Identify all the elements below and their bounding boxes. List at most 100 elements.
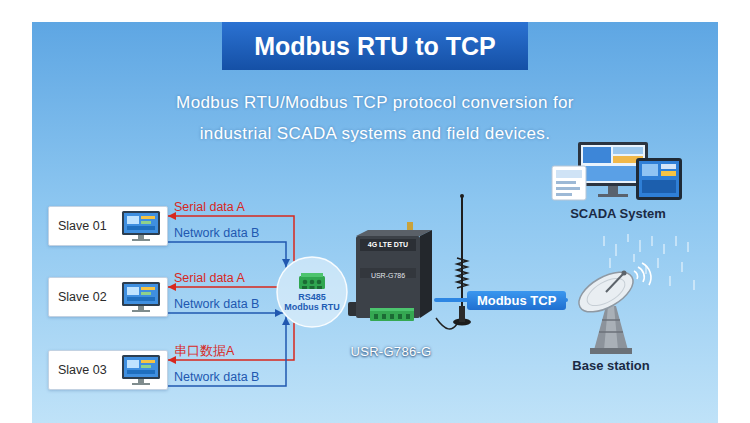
signal-label: Network data B (174, 297, 259, 312)
title: Modbus RTU to TCP (254, 32, 496, 61)
dtu-device-illustration (420, 230, 432, 318)
monitor-icon (124, 284, 158, 304)
node-label: Slave 01 (58, 219, 107, 233)
scada-screens-icon (556, 170, 582, 178)
monitor-icon (120, 210, 162, 242)
data-rain (639, 240, 640, 252)
slave-device-box: Slave 02 (48, 277, 168, 317)
data-rain (657, 258, 658, 268)
signal-label: Network data B (174, 370, 259, 385)
dtu-device-illustration (360, 268, 416, 278)
dtu-device-illustration (356, 236, 420, 318)
data-rain (609, 258, 610, 268)
terminal-connector-icon (303, 279, 308, 284)
monitor-icon (127, 226, 155, 230)
monitor-icon (124, 213, 158, 233)
dtu-device-illustration (360, 239, 416, 251)
title-banner: Modbus RTU to TCP (222, 22, 528, 70)
scada-screens-icon (556, 181, 576, 184)
monitor-icon (122, 211, 160, 235)
data-arrow (168, 216, 294, 261)
monitor-icon (127, 216, 139, 224)
terminal-connector-icon (301, 273, 323, 277)
monitor-icon (132, 310, 150, 312)
data-arrow (168, 323, 294, 360)
satellite-dish-icon (573, 264, 640, 320)
satellite-dish-icon (566, 262, 656, 354)
monitor-icon (138, 235, 144, 239)
scada-screens-icon (642, 180, 676, 193)
monitor-icon (132, 239, 150, 241)
terminal-connector-icon (310, 279, 315, 284)
protocol-label: Modbus TCP (467, 291, 566, 310)
scada-screens-icon (608, 186, 618, 194)
data-rain (603, 236, 604, 246)
monitor-icon (138, 306, 144, 310)
monitor-icon (132, 383, 150, 385)
satellite-dish-icon (634, 271, 638, 279)
antenna (460, 194, 464, 198)
satellite-dish-icon (638, 267, 644, 282)
signal-label: Serial data A (174, 271, 245, 286)
node-label: USR-G786-G (350, 344, 431, 359)
data-arrow (168, 286, 276, 288)
antenna (457, 258, 467, 288)
satellite-dish-icon (599, 331, 623, 333)
scada-system: SCADA System (548, 140, 688, 221)
monitor-icon (141, 292, 151, 295)
terminal-connector-icon (317, 279, 322, 284)
data-rain (675, 236, 676, 246)
dtu-device-illustration (370, 308, 414, 311)
node-label: Slave 02 (58, 290, 107, 304)
satellite-dish-icon (622, 271, 627, 276)
satellite-dish-icon (642, 263, 651, 285)
monitor-icon (127, 360, 139, 368)
dtu-device-illustration (390, 314, 394, 319)
dtu-gateway: 4G LTE DTUUSR-G786USR-G786-G (346, 222, 436, 359)
terminal-connector-icon (317, 286, 322, 289)
monitor-icon (122, 355, 160, 379)
satellite-dish-icon (602, 319, 620, 321)
dtu-device-illustration (406, 314, 410, 319)
satellite-dish-icon (594, 306, 628, 350)
scada-screens-icon (661, 171, 676, 176)
node-label: 4G LTE DTU (368, 241, 408, 248)
data-rain (687, 242, 688, 252)
terminal-connector-icon (302, 286, 307, 289)
signal-label: Network data B (174, 226, 259, 241)
scada-screens-icon (636, 158, 682, 200)
antenna (461, 197, 463, 306)
monitor-icon (141, 365, 151, 368)
data-rain (681, 262, 682, 272)
satellite-dish-icon (604, 306, 618, 350)
rs485-port-circle: RS485 Modbus RTU (276, 256, 348, 328)
base-station: Base station (566, 262, 656, 373)
node-label: Base station (572, 358, 649, 373)
scada-screens-icon (583, 147, 611, 163)
data-rain (633, 254, 634, 262)
scada-screens-icon (583, 166, 643, 181)
scada-screens-icon (548, 140, 688, 202)
terminal-connector-icon (310, 286, 315, 289)
dtu-device-illustration (374, 314, 378, 319)
monitor-icon (124, 357, 158, 377)
scada-screens-icon (556, 187, 580, 190)
monitor-icon (141, 216, 155, 219)
port-circle-outline (277, 257, 347, 327)
monitor-icon (127, 297, 155, 301)
node-label: SCADA System (570, 206, 666, 221)
dtu-device-illustration (398, 314, 402, 319)
monitor-icon (120, 281, 162, 313)
scada-screens-icon (642, 164, 658, 176)
terminal-connector-icon (299, 276, 325, 289)
scada-screens-icon (552, 166, 586, 200)
data-rain (663, 244, 664, 254)
satellite-dish-icon (583, 273, 629, 311)
dtu-device-illustration (370, 308, 414, 321)
monitor-icon (127, 287, 139, 295)
monitor-icon (141, 221, 151, 224)
subtitle-text: Modbus RTU/Modbus TCP protocol conversio… (145, 87, 605, 149)
antenna (436, 194, 471, 329)
data-rain (669, 276, 670, 286)
